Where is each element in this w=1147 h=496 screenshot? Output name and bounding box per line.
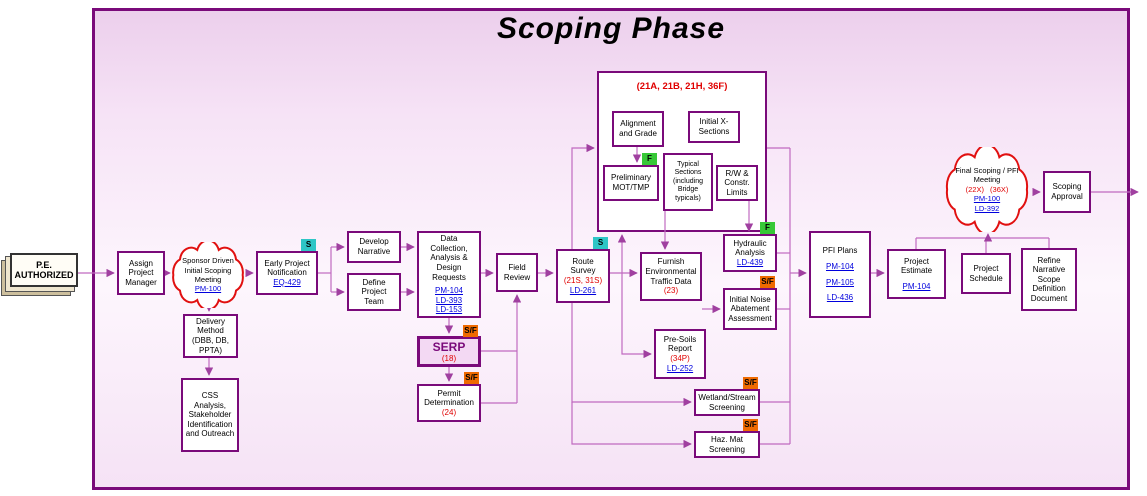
- define-project-team-label: Define Project Team: [361, 277, 387, 306]
- project-estimate-box: Project Estimate PM-104: [887, 249, 946, 299]
- sf-badge: S/F: [743, 419, 758, 431]
- serp-label: SERP: [432, 339, 466, 354]
- refine-narrative-label: Refine Narrative Scope Definition Docume…: [1030, 255, 1068, 303]
- sponsor-scoping-meeting-label: Sponsor Driven Initial Scoping Meeting: [182, 256, 234, 284]
- pre-soils-report-code: (34P): [670, 354, 690, 363]
- pe-authorized-box: P.E. AUTHORIZED: [10, 253, 78, 287]
- scoping-approval-box: Scoping Approval: [1043, 171, 1091, 213]
- project-schedule-box: Project Schedule: [961, 253, 1011, 294]
- pm-105-link[interactable]: PM-105: [825, 277, 854, 287]
- pfi-plans-label: PFI Plans: [822, 246, 858, 256]
- sponsor-scoping-meeting-cloud: Sponsor Driven Initial Scoping Meeting P…: [168, 242, 248, 308]
- pm-104-link[interactable]: PM-104: [902, 281, 931, 291]
- alignment-grade-label: Alignment and Grade: [619, 119, 657, 138]
- final-scoping-code-22x: (22X): [965, 184, 984, 194]
- haz-mat-screening-label: Haz. Mat Screening: [708, 434, 746, 454]
- ld-393-link[interactable]: LD-393: [435, 295, 463, 305]
- final-scoping-pfi-meeting-label: Final Scoping / PFI Meeting: [955, 166, 1019, 185]
- pre-soils-report-box: Pre-Soils Report (34P) LD-252: [654, 329, 706, 379]
- field-review-box: Field Review: [496, 253, 538, 292]
- eq-429-link[interactable]: EQ-429: [273, 277, 301, 287]
- rw-constr-limits-label: R/W & Constr. Limits: [724, 168, 750, 197]
- ld-436-link[interactable]: LD-436: [826, 293, 854, 303]
- delivery-method-box: Delivery Method (DBB, DB, PPTA): [183, 314, 238, 358]
- f-badge: F: [642, 153, 657, 165]
- early-project-notification-label: Early Project Notification: [264, 258, 310, 278]
- cloud-shape: [941, 147, 1033, 232]
- scoping-approval-label: Scoping Approval: [1051, 182, 1083, 201]
- typical-sections-box: Typical Sections (including Bridge typic…: [663, 153, 713, 211]
- furnish-env-traffic-box: Furnish Environmental Traffic Data (23): [640, 252, 702, 301]
- develop-narrative-label: Develop Narrative: [357, 237, 391, 256]
- project-schedule-label: Project Schedule: [969, 263, 1003, 283]
- field-review-label: Field Review: [503, 262, 531, 282]
- ld-252-link[interactable]: LD-252: [666, 363, 694, 373]
- delivery-method-label: Delivery Method (DBB, DB, PPTA): [192, 316, 229, 355]
- pfi-plans-box: PFI Plans PM-104 PM-105 LD-436: [809, 231, 871, 318]
- pm-100-link[interactable]: PM-100: [194, 284, 222, 294]
- assign-project-manager-box: Assign Project Manager: [117, 251, 165, 295]
- page-title: Scoping Phase: [496, 12, 726, 45]
- route-survey-code: (21S, 31S): [563, 276, 603, 285]
- s-badge: S: [593, 237, 608, 249]
- sf-badge: S/F: [463, 325, 478, 337]
- preliminary-mot-tmp-box: F Preliminary MOT/TMP: [603, 153, 659, 201]
- css-analysis-label: CSS Analysis, Stakeholder Identification…: [185, 391, 235, 439]
- permit-determination-label: Permit Determination: [424, 388, 474, 408]
- data-collection-label: Data Collection, Analysis & Design Reque…: [430, 234, 468, 282]
- wetland-stream-screening-label: Wetland/Stream Screening: [698, 392, 756, 412]
- develop-narrative-box: Develop Narrative: [347, 231, 401, 263]
- furnish-env-traffic-code: (23): [663, 286, 679, 296]
- sf-badge: S/F: [760, 276, 775, 288]
- f-badge: F: [760, 222, 775, 234]
- pm-100-link[interactable]: PM-100: [973, 194, 1001, 204]
- hydraulic-analysis-label: Hydraulic Analysis: [733, 238, 767, 258]
- pm-104-link[interactable]: PM-104: [825, 261, 854, 271]
- assign-project-manager-label: Assign Project Manager: [125, 258, 157, 287]
- early-project-notification-box: S Early Project Notification EQ-429: [256, 239, 318, 295]
- furnish-env-traffic-label: Furnish Environmental Traffic Data: [645, 257, 697, 286]
- pe-authorized-line2: AUTHORIZED: [14, 270, 74, 280]
- typical-sections-label: Typical Sections (including Bridge typic…: [673, 161, 703, 202]
- initial-xsections-box: Initial X-Sections: [688, 111, 740, 143]
- route-survey-box: S Route Survey (21S, 31S) LD-261: [556, 237, 610, 303]
- ld-261-link[interactable]: LD-261: [569, 285, 597, 295]
- final-scoping-pfi-meeting-cloud: Final Scoping / PFI Meeting (22X) (36X) …: [941, 147, 1033, 232]
- project-estimate-label: Project Estimate: [900, 256, 933, 276]
- noise-abatement-label: Initial Noise Abatement Assessment: [728, 294, 772, 323]
- sf-badge: S/F: [743, 377, 758, 389]
- wetland-stream-screening-box: S/F Wetland/Stream Screening: [694, 377, 760, 416]
- ld-439-link[interactable]: LD-439: [736, 257, 764, 267]
- s-badge: S: [301, 239, 316, 251]
- refine-narrative-box: Refine Narrative Scope Definition Docume…: [1021, 248, 1077, 311]
- pre-soils-report-label: Pre-Soils Report: [663, 334, 697, 354]
- permit-code: (24): [441, 407, 457, 417]
- alignment-grade-box: Alignment and Grade: [612, 111, 664, 147]
- pm-104-link[interactable]: PM-104: [434, 286, 463, 296]
- serp-code: (18): [441, 353, 457, 363]
- pe-authorized-line1: P.E.: [36, 260, 52, 270]
- serp-box: S/F SERP (18): [417, 325, 481, 367]
- hydraulic-analysis-box: F Hydraulic Analysis LD-439: [723, 222, 777, 272]
- sf-badge: S/F: [464, 372, 479, 384]
- ld-153-link[interactable]: LD-153: [435, 305, 463, 315]
- noise-abatement-box: S/F Initial Noise Abatement Assessment: [723, 276, 777, 330]
- permit-determination-box: S/F Permit Determination (24): [417, 372, 481, 422]
- cloud-shape: [168, 242, 248, 308]
- final-scoping-code-36x: (36X): [990, 184, 1009, 194]
- define-project-team-box: Define Project Team: [347, 273, 401, 311]
- group-21a-title: (21A, 21B, 21H, 36F): [636, 81, 728, 92]
- haz-mat-screening-box: S/F Haz. Mat Screening: [694, 419, 760, 458]
- route-survey-label: Route Survey: [570, 256, 596, 276]
- rw-constr-limits-box: R/W & Constr. Limits: [716, 165, 758, 201]
- data-collection-box: Data Collection, Analysis & Design Reque…: [417, 231, 481, 318]
- css-analysis-box: CSS Analysis, Stakeholder Identification…: [181, 378, 239, 452]
- initial-xsections-label: Initial X-Sections: [698, 117, 730, 136]
- preliminary-mot-tmp-label: Preliminary MOT/TMP: [610, 173, 651, 192]
- ld-392-link[interactable]: LD-392: [974, 203, 1000, 213]
